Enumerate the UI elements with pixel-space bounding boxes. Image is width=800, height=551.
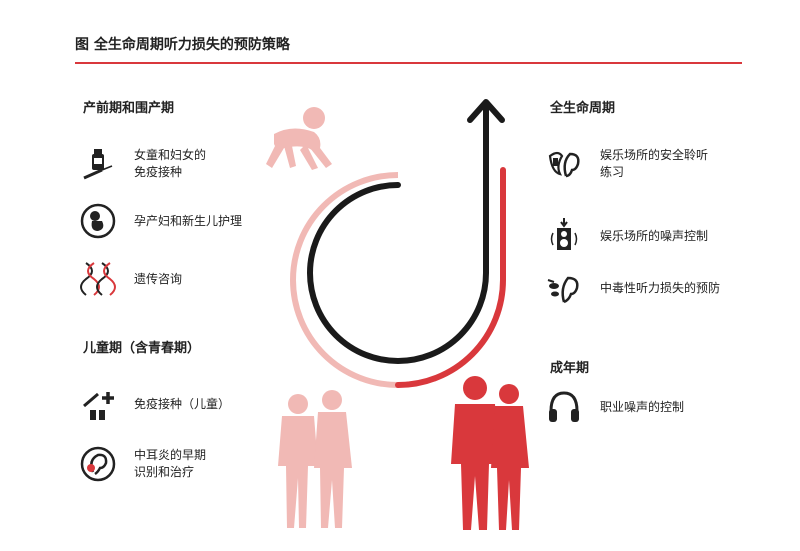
section-title-lifecourse: 全生命周期 — [550, 101, 616, 116]
dna-helix-icon — [80, 262, 116, 296]
ear-icon — [80, 446, 116, 482]
section-title-prenatal: 产前期和围产期 — [83, 101, 175, 116]
adults-figure-icon — [451, 376, 529, 530]
vaccine-syringe-plus-icon — [83, 392, 114, 420]
children-figure-icon — [278, 390, 352, 528]
headphones-icon — [549, 391, 579, 422]
list-item: 女童和妇女的 免疫接种 — [80, 146, 206, 182]
section-title-childhood: 儿童期（含青春期） — [83, 341, 201, 356]
list-item: 孕产妇和新生儿护理 — [80, 203, 242, 239]
ear-listening-icon — [548, 151, 580, 178]
list-item: 遗传咨询 — [80, 261, 182, 297]
vaccine-vial-syringe-icon — [83, 149, 113, 180]
item-label: 职业噪声的控制 — [600, 399, 685, 414]
ear-pills-icon — [547, 276, 579, 304]
outer-arc-pink — [290, 172, 399, 388]
list-item: 中毒性听力损失的预防 — [546, 270, 720, 306]
list-item: 职业噪声的控制 — [546, 389, 684, 425]
outer-arc-red — [395, 167, 506, 388]
item-label: 免疫接种（儿童） — [134, 396, 231, 411]
list-item: 免疫接种（儿童） — [80, 386, 230, 422]
item-label: 遗传咨询 — [134, 271, 183, 286]
item-label: 中耳炎的早期 识别和治疗 — [134, 448, 207, 479]
page-title: 图 全生命周期听力损失的预防策略 — [75, 37, 290, 53]
inner-arc-black — [307, 102, 489, 364]
item-label: 女童和妇女的 免疫接种 — [134, 148, 207, 179]
baby-figure-icon — [266, 107, 332, 170]
fetus-icon — [80, 203, 116, 239]
list-item: 中耳炎的早期 识别和治疗 — [80, 446, 206, 482]
item-label: 娱乐场所的安全聆听 练习 — [600, 148, 709, 179]
list-item: 娱乐场所的噪声控制 — [546, 218, 708, 254]
title-divider — [75, 62, 742, 64]
up-arrow-icon — [467, 99, 505, 123]
item-label: 娱乐场所的噪声控制 — [600, 228, 709, 243]
item-label: 中毒性听力损失的预防 — [600, 280, 721, 295]
section-title-adulthood: 成年期 — [550, 361, 590, 376]
speaker-sound-control-icon — [550, 218, 578, 250]
list-item: 娱乐场所的安全聆听 练习 — [546, 146, 708, 182]
item-label: 孕产妇和新生儿护理 — [134, 213, 243, 228]
